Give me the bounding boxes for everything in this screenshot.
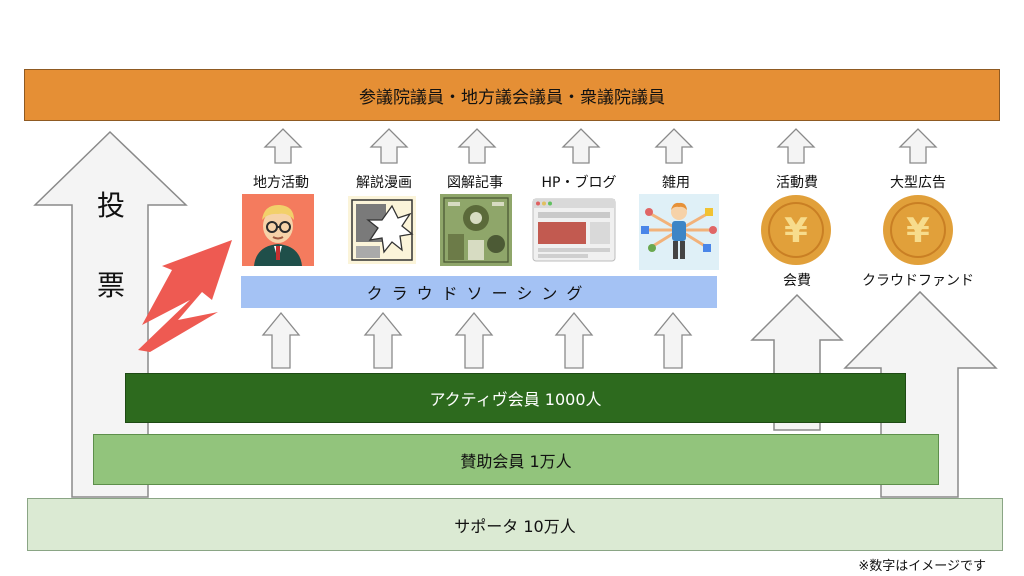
svg-text:¥: ¥	[906, 211, 930, 251]
vote-char-bottom: 票	[96, 269, 126, 302]
politicians-bar: 参議院議員・地方議会議員・衆議院議員	[24, 69, 1000, 121]
activity-label-infographic: 図解記事	[447, 175, 503, 191]
infographic-icon	[440, 194, 512, 266]
mid-arrow-up-3	[454, 311, 494, 369]
funding-label-membership-fee: 会費	[783, 273, 811, 289]
mid-arrow-up-5	[653, 311, 693, 369]
small-arrow-up-4	[561, 128, 601, 164]
footnote: ※数字はイメージです	[858, 559, 986, 574]
vote-char-top: 投	[96, 189, 126, 222]
small-arrow-up-1	[263, 128, 303, 164]
small-arrow-up-5	[654, 128, 694, 164]
activity-label-blog: HP・ブログ	[541, 175, 617, 191]
funding-label-crowdfund: クラウドファンド	[862, 273, 974, 289]
supporters-bar: サポータ 10万人	[27, 498, 1003, 551]
businessman-icon	[242, 194, 314, 266]
activity-label-chores: 雑用	[662, 175, 690, 191]
supporting-members-bar: 賛助会員 1万人	[93, 434, 939, 485]
activity-label-manga: 解説漫画	[356, 175, 412, 191]
active-members-bar: アクティヴ会員 1000人	[125, 373, 906, 423]
svg-text:¥: ¥	[784, 211, 808, 251]
small-arrow-up-6	[776, 128, 816, 164]
small-arrow-up-3	[457, 128, 497, 164]
crowdsourcing-bar: クラウドソーシング	[241, 276, 717, 308]
webpage-icon	[532, 198, 616, 262]
manga-icon	[348, 196, 416, 264]
mid-arrow-up-1	[261, 311, 301, 369]
activity-label-local: 地方活動	[253, 175, 309, 191]
mid-arrow-up-2	[363, 311, 403, 369]
funding-label-large-ad: 大型広告	[890, 175, 946, 191]
mid-arrow-up-4	[554, 311, 594, 369]
multitask-person-icon	[639, 194, 719, 270]
small-arrow-up-2	[369, 128, 409, 164]
red-lightning-arrow	[138, 240, 232, 352]
yen-coin-icon: ¥	[761, 195, 831, 265]
small-arrow-up-7	[898, 128, 938, 164]
funding-label-activity-cost: 活動費	[776, 175, 818, 191]
yen-coin-icon: ¥	[883, 195, 953, 265]
